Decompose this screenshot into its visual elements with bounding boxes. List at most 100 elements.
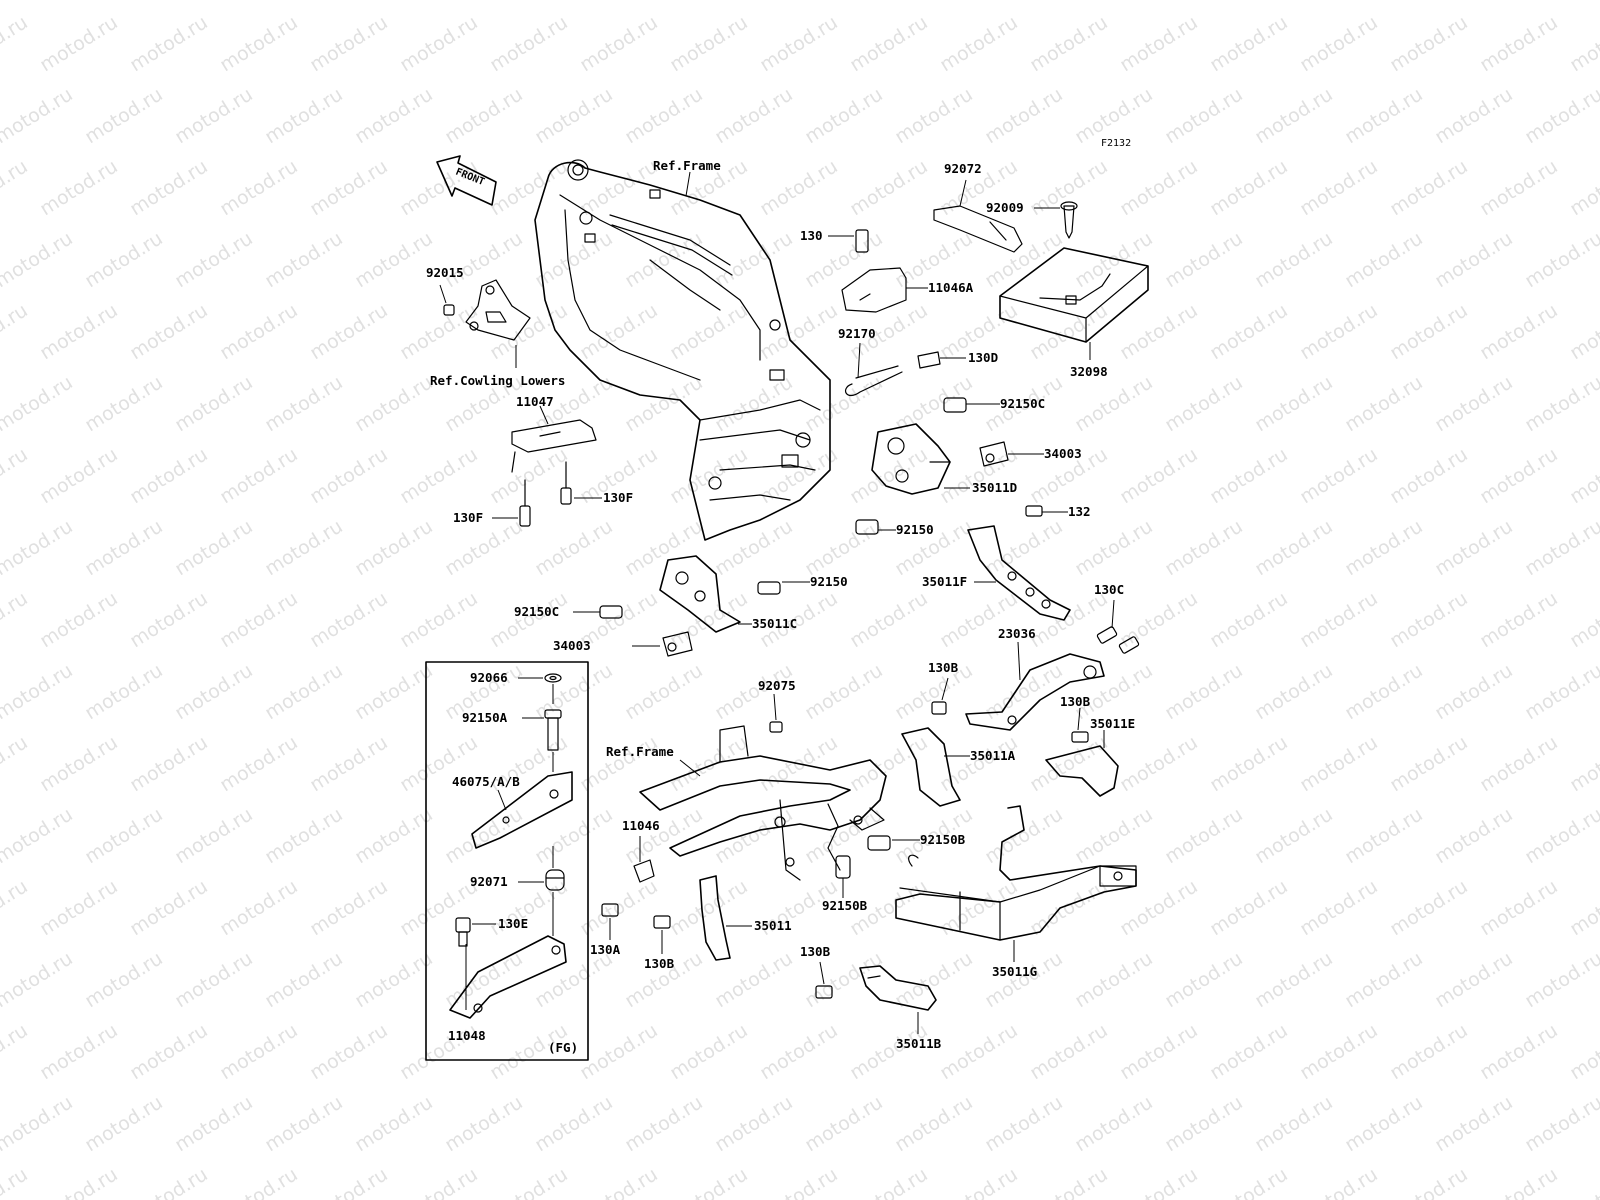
watermark-text: motod.ru bbox=[1431, 83, 1517, 148]
watermark-text: motod.ru bbox=[216, 155, 302, 220]
watermark-text: motod.ru bbox=[756, 1019, 842, 1084]
watermark-text: motod.ru bbox=[261, 947, 347, 1012]
watermark-text: motod.ru bbox=[1386, 443, 1472, 508]
watermark-text: motod.ru bbox=[1431, 227, 1517, 292]
watermark-text: motod.ru bbox=[1476, 299, 1562, 364]
watermark-text: motod.ru bbox=[1071, 659, 1157, 724]
strap-92072-part bbox=[933, 205, 1023, 253]
watermark-text: motod.ru bbox=[0, 11, 32, 76]
watermark-text: motod.ru bbox=[1251, 803, 1337, 868]
watermark-text: motod.ru bbox=[126, 443, 212, 508]
watermark-text: motod.ru bbox=[981, 1091, 1067, 1156]
watermark-text: motod.ru bbox=[1251, 371, 1337, 436]
watermark-text: motod.ru bbox=[621, 1091, 707, 1156]
watermark-text: motod.ru bbox=[936, 1163, 1022, 1200]
watermark-text: motod.ru bbox=[1386, 875, 1472, 940]
screw-92009-icon bbox=[1060, 201, 1078, 239]
watermark-text: motod.ru bbox=[621, 515, 707, 580]
label-ref-cowling-lowers: Ref.Cowling Lowers bbox=[430, 373, 565, 388]
watermark-text: motod.ru bbox=[441, 227, 527, 292]
watermark-text: motod.ru bbox=[1521, 0, 1600, 4]
inset-note-fg: (FG) bbox=[548, 1040, 578, 1055]
watermark-text: motod.ru bbox=[576, 299, 662, 364]
label-35011f: 35011F bbox=[922, 574, 967, 589]
watermark-text: motod.ru bbox=[621, 803, 707, 868]
watermark-text: motod.ru bbox=[261, 0, 347, 4]
bolt-92150a-icon bbox=[544, 709, 562, 751]
watermark-text: motod.ru bbox=[1521, 83, 1600, 148]
bolt-130e-icon bbox=[455, 917, 471, 947]
watermark-text: motod.ru bbox=[351, 659, 437, 724]
watermark-text: motod.ru bbox=[0, 731, 32, 796]
bolt-130b-left-icon bbox=[653, 915, 671, 929]
watermark-text: motod.ru bbox=[531, 227, 617, 292]
watermark-text: motod.ru bbox=[261, 659, 347, 724]
rack-35011g-part bbox=[895, 805, 1137, 941]
watermark-text: motod.ru bbox=[126, 155, 212, 220]
watermark-text: motod.ru bbox=[1206, 1019, 1292, 1084]
watermark-text: motod.ru bbox=[801, 371, 887, 436]
watermark-text: motod.ru bbox=[666, 587, 752, 652]
watermark-text: motod.ru bbox=[846, 587, 932, 652]
watermark-text: motod.ru bbox=[801, 659, 887, 724]
watermark-text: motod.ru bbox=[1566, 11, 1600, 76]
label-92015: 92015 bbox=[426, 265, 464, 280]
watermark-text: motod.ru bbox=[801, 0, 887, 4]
label-35011g: 35011G bbox=[992, 964, 1037, 979]
bracket-11048-part bbox=[449, 935, 567, 1019]
watermark-text: motod.ru bbox=[171, 0, 257, 4]
watermark-text: motod.ru bbox=[81, 371, 167, 436]
watermark-text: motod.ru bbox=[441, 803, 527, 868]
watermark-text: motod.ru bbox=[171, 947, 257, 1012]
watermark-text: motod.ru bbox=[396, 299, 482, 364]
watermark-text: motod.ru bbox=[1206, 299, 1292, 364]
watermark-text: motod.ru bbox=[351, 371, 437, 436]
watermark-text: motod.ru bbox=[1386, 1019, 1472, 1084]
watermark-text: motod.ru bbox=[1251, 659, 1337, 724]
watermark-text: motod.ru bbox=[81, 83, 167, 148]
watermark-text: motod.ru bbox=[1296, 443, 1382, 508]
watermark-text: motod.ru bbox=[981, 83, 1067, 148]
bracket-35011f-part bbox=[967, 525, 1071, 621]
watermark-text: motod.ru bbox=[1431, 1091, 1517, 1156]
watermark-text: motod.ru bbox=[126, 1019, 212, 1084]
rear-subframe-illustration bbox=[639, 725, 887, 881]
battery-box-32098-part bbox=[999, 247, 1149, 343]
watermark-text: motod.ru bbox=[756, 11, 842, 76]
label-130b-upper: 130B bbox=[928, 660, 959, 675]
watermark-text: motod.ru bbox=[0, 371, 77, 436]
watermark-text: motod.ru bbox=[81, 515, 167, 580]
watermark-text: motod.ru bbox=[981, 227, 1067, 292]
watermark-text: motod.ru bbox=[1251, 83, 1337, 148]
cowling-bracket-part bbox=[465, 279, 531, 341]
label-130a: 130A bbox=[590, 942, 621, 957]
watermark-text: motod.ru bbox=[1026, 1019, 1112, 1084]
watermark-text: motod.ru bbox=[1431, 659, 1517, 724]
watermark-text: motod.ru bbox=[1296, 1019, 1382, 1084]
watermark-text: motod.ru bbox=[1476, 155, 1562, 220]
watermark-text: motod.ru bbox=[621, 0, 707, 4]
watermark-text: motod.ru bbox=[351, 0, 437, 4]
watermark-text: motod.ru bbox=[1386, 299, 1472, 364]
watermark-text: motod.ru bbox=[1296, 731, 1382, 796]
watermark-text: motod.ru bbox=[1296, 1163, 1382, 1200]
watermark-text: motod.ru bbox=[216, 443, 302, 508]
label-34003-upper: 34003 bbox=[1044, 446, 1082, 461]
watermark-text: motod.ru bbox=[1476, 731, 1562, 796]
label-46075: 46075/A/B bbox=[452, 774, 520, 789]
watermark-text: motod.ru bbox=[81, 947, 167, 1012]
watermark-text: motod.ru bbox=[531, 803, 617, 868]
label-92170: 92170 bbox=[838, 326, 876, 341]
watermark-text: motod.ru bbox=[981, 803, 1067, 868]
watermark-text: motod.ru bbox=[1071, 371, 1157, 436]
bolt-130b-upper-icon bbox=[931, 701, 947, 715]
label-130f-left: 130F bbox=[453, 510, 483, 525]
watermark-text: motod.ru bbox=[666, 299, 752, 364]
watermark-text: motod.ru bbox=[531, 515, 617, 580]
watermark-text: motod.ru bbox=[81, 659, 167, 724]
watermark-text: motod.ru bbox=[711, 1091, 797, 1156]
watermark-text: motod.ru bbox=[711, 515, 797, 580]
watermark-text: motod.ru bbox=[1431, 0, 1517, 4]
watermark-text: motod.ru bbox=[306, 587, 392, 652]
label-92150-left: 92150 bbox=[896, 522, 934, 537]
